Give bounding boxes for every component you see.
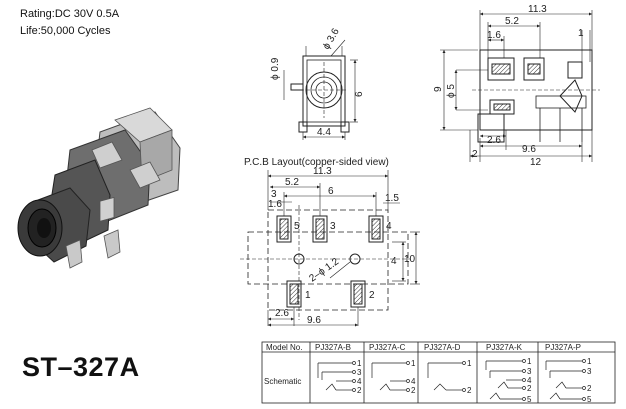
- sch-c-pin-4: 4: [411, 377, 416, 386]
- schematic-pj327a-p: [545, 359, 586, 401]
- sch-d-pin-2: 2: [467, 386, 472, 395]
- sch-k-pin-2: 2: [527, 384, 532, 393]
- pcb-pin-label-3: 3: [330, 221, 336, 232]
- pcb-dim-hole: 2–ϕ 1.2: [307, 256, 341, 284]
- model-col-4: PJ327A-K: [486, 343, 523, 352]
- pcb-dim-w16: 1.6: [268, 199, 282, 210]
- front-dim-phi36: ϕ 3.6: [321, 26, 342, 51]
- sch-k-pin-1: 1: [527, 357, 532, 366]
- model-col-5: PJ327A-P: [545, 343, 581, 352]
- side-dim-w113: 11.3: [528, 4, 547, 15]
- pcb-dim-h4: 4: [391, 256, 397, 267]
- sch-b-pin-4: 4: [357, 377, 362, 386]
- side-dim-w96: 9.6: [522, 144, 536, 155]
- pcb-dim-h10: 10: [404, 254, 416, 265]
- sch-p-pin-3: 3: [587, 367, 592, 376]
- pcb-pin-label-4: 4: [386, 221, 392, 232]
- front-view-drawing: [283, 39, 358, 140]
- pcb-dim-w113: 11.3: [313, 166, 332, 177]
- side-dim-w26: 2.6: [487, 135, 501, 146]
- pcb-dim-w6: 6: [328, 186, 334, 197]
- model-title: ST–327A: [22, 352, 140, 382]
- sch-d-pin-1: 1: [467, 359, 472, 368]
- sch-b-pin-3: 3: [357, 368, 362, 377]
- side-dim-w52: 5.2: [505, 16, 519, 27]
- sch-k-pin-5: 5: [527, 395, 532, 404]
- sch-k-pin-3: 3: [527, 367, 532, 376]
- schematic-pj327a-c: [371, 361, 410, 392]
- side-dim-w2: 2: [472, 149, 478, 160]
- sch-p-pin-1: 1: [587, 357, 592, 366]
- front-dim-w44: 4.4: [317, 127, 331, 138]
- side-dim-w12: 12: [530, 157, 542, 168]
- sch-c-pin-1: 1: [411, 359, 416, 368]
- front-dim-h6: 6: [354, 91, 365, 97]
- sch-b-pin-2: 2: [357, 386, 362, 395]
- sch-c-pin-2: 2: [411, 386, 416, 395]
- schematic-pj327a-k: [485, 359, 526, 401]
- pcb-title: P.C.B Layout(copper-sided view): [244, 157, 389, 168]
- model-col-2: PJ327A-C: [369, 343, 406, 352]
- model-col-3: PJ327A-D: [424, 343, 461, 352]
- schematic-pj327a-d: [427, 361, 466, 392]
- table-header-label: Model No.: [266, 343, 302, 352]
- jack-3d-illustration: [17, 107, 181, 269]
- sch-p-pin-5: 5: [587, 395, 592, 404]
- side-view-drawing: [440, 10, 600, 162]
- pcb-dim-w3: 3: [271, 189, 277, 200]
- pcb-dim-w15: 1.5: [385, 193, 399, 204]
- sch-p-pin-2: 2: [587, 384, 592, 393]
- life-text: Life:50,000 Cycles: [20, 25, 111, 37]
- front-dim-phi09: ϕ 0.9: [270, 57, 281, 80]
- pcb-dim-w26: 2.6: [275, 308, 289, 319]
- model-col-1: PJ327A-B: [315, 343, 351, 352]
- sch-b-pin-1: 1: [357, 359, 362, 368]
- pcb-dim-w52: 5.2: [285, 177, 299, 188]
- schematic-pj327a-b: [317, 361, 356, 392]
- pcb-dim-w96: 9.6: [307, 315, 321, 326]
- pcb-pin-label-5: 5: [294, 221, 300, 232]
- table-row-label: Schematic: [264, 377, 301, 386]
- pcb-pin-label-2: 2: [369, 290, 375, 301]
- rating-text: Rating:DC 30V 0.5A: [20, 8, 120, 20]
- pcb-layout-drawing: [240, 170, 420, 327]
- pcb-pin-label-1: 1: [305, 290, 311, 301]
- schematic-table: [261, 341, 616, 404]
- side-dim-h9: 9: [433, 86, 444, 92]
- sch-k-pin-4: 4: [527, 376, 532, 385]
- side-dim-w1: 1: [578, 28, 584, 39]
- side-dim-phi5: ϕ 5: [446, 84, 457, 98]
- side-dim-w16: 1.6: [487, 30, 501, 41]
